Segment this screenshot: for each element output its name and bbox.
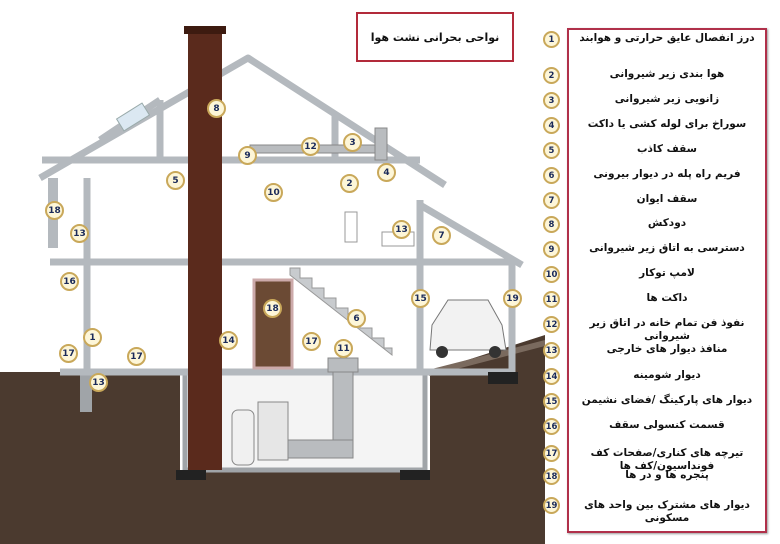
door <box>252 278 294 370</box>
diagram-callout: 9 <box>238 146 257 165</box>
house-cross-section <box>0 26 545 544</box>
diagram-callout: 10 <box>264 183 283 202</box>
water-heater <box>231 409 255 466</box>
diagram-callout: 6 <box>347 309 366 328</box>
diagram-callout: 15 <box>411 289 430 308</box>
diagram-callout: 13 <box>89 373 108 392</box>
legend-item-10: لامپ توکار <box>639 267 695 279</box>
diagram-callout: 2 <box>340 174 359 193</box>
legend-item-2: هوا بندی زیر شیروانی <box>609 68 725 80</box>
car <box>429 299 507 358</box>
diagram-callout: 12 <box>301 137 320 156</box>
legend-number-badge: 6 <box>543 167 560 184</box>
legend-item-12: نفوذ فن تمام خانه در اتاق زیر شیروانی <box>589 317 745 342</box>
toilet <box>344 211 358 243</box>
diagram-callout: 19 <box>503 289 522 308</box>
legend-number-badge: 5 <box>543 142 560 159</box>
legend-number-badge: 3 <box>543 92 560 109</box>
legend-number-badge: 14 <box>543 368 560 385</box>
legend-item-3: زانویی زیر شیروانی <box>614 93 720 105</box>
skylight <box>115 102 151 132</box>
diagram-callout: 18 <box>263 299 282 318</box>
legend-item-5: سقف کاذب <box>636 143 698 155</box>
legend-number-badge: 18 <box>543 468 560 485</box>
legend-item-9: دسترسی به اتاق زیر شیروانی <box>589 242 745 254</box>
legend-item-19: دیوار های مشترک بین واحد های مسکونی <box>584 499 750 524</box>
legend-item-17: تیرچه های کناری/صفحات کف فونداسیون/کف ها <box>590 447 744 472</box>
diagram-callout: 14 <box>219 331 238 350</box>
legend-item-18: پنجره ها و در ها <box>625 469 709 481</box>
legend-number-badge: 9 <box>543 241 560 258</box>
legend-number-badge: 17 <box>543 445 560 462</box>
legend-number-badge: 1 <box>543 31 560 48</box>
diagram-callout: 17 <box>59 344 78 363</box>
legend-item-11: داکت ها <box>646 292 688 304</box>
legend-item-14: دیوار شومینه <box>633 369 701 381</box>
diagram-callout: 5 <box>166 171 185 190</box>
diagram-callout: 13 <box>392 220 411 239</box>
legend-number-badge: 11 <box>543 291 560 308</box>
legend-item-4: سوراخ برای لوله کشی یا داکت <box>587 118 747 130</box>
legend-item-13: منافذ دیوار های خارجی <box>606 343 728 355</box>
legend-number-badge: 13 <box>543 342 560 359</box>
legend-number-badge: 10 <box>543 266 560 283</box>
legend-number-badge: 8 <box>543 216 560 233</box>
diagram-callout: 4 <box>377 163 396 182</box>
garage-roof <box>418 201 524 269</box>
legend-box: درز انفصال عایق حرارتی و هوابند هوا بندی … <box>567 28 767 533</box>
diagram-callout: 13 <box>70 224 89 243</box>
diagram-callout: 18 <box>45 201 64 220</box>
furnace <box>257 401 289 461</box>
title-box: نواحی بحرانی نشت هوا <box>356 12 514 62</box>
diagram-callout: 1 <box>83 328 102 347</box>
legend-item-15: دیوار های پارکینگ /فضای نشیمن <box>581 394 753 406</box>
legend-number-badge: 16 <box>543 418 560 435</box>
ground <box>0 335 545 544</box>
legend-number-badge: 7 <box>543 192 560 209</box>
diagram-callout: 8 <box>207 99 226 118</box>
legend-item-6: فریم راه پله در دیوار بیرونی <box>593 168 741 180</box>
legend-number-badge: 12 <box>543 316 560 333</box>
diagram-callout: 11 <box>334 339 353 358</box>
chimney <box>188 30 222 470</box>
diagram-callout: 17 <box>302 332 321 351</box>
legend-item-1: درز انفصال عایق حرارتی و هوابند <box>579 32 755 44</box>
diagram-callout: 17 <box>127 347 146 366</box>
legend-number-badge: 2 <box>543 67 560 84</box>
legend-number-badge: 4 <box>543 117 560 134</box>
diagram-callout: 3 <box>343 133 362 152</box>
diagram-callout: 7 <box>432 226 451 245</box>
legend-item-7: سقف ایوان <box>636 193 698 205</box>
diagram-title: نواحی بحرانی نشت هوا <box>370 30 500 44</box>
diagram-callout: 16 <box>60 272 79 291</box>
legend-number-badge: 19 <box>543 497 560 514</box>
legend-item-16: قسمت کنسولی سقف <box>609 419 725 431</box>
legend-number-badge: 15 <box>543 393 560 410</box>
legend-item-8: دودکش <box>647 217 687 229</box>
